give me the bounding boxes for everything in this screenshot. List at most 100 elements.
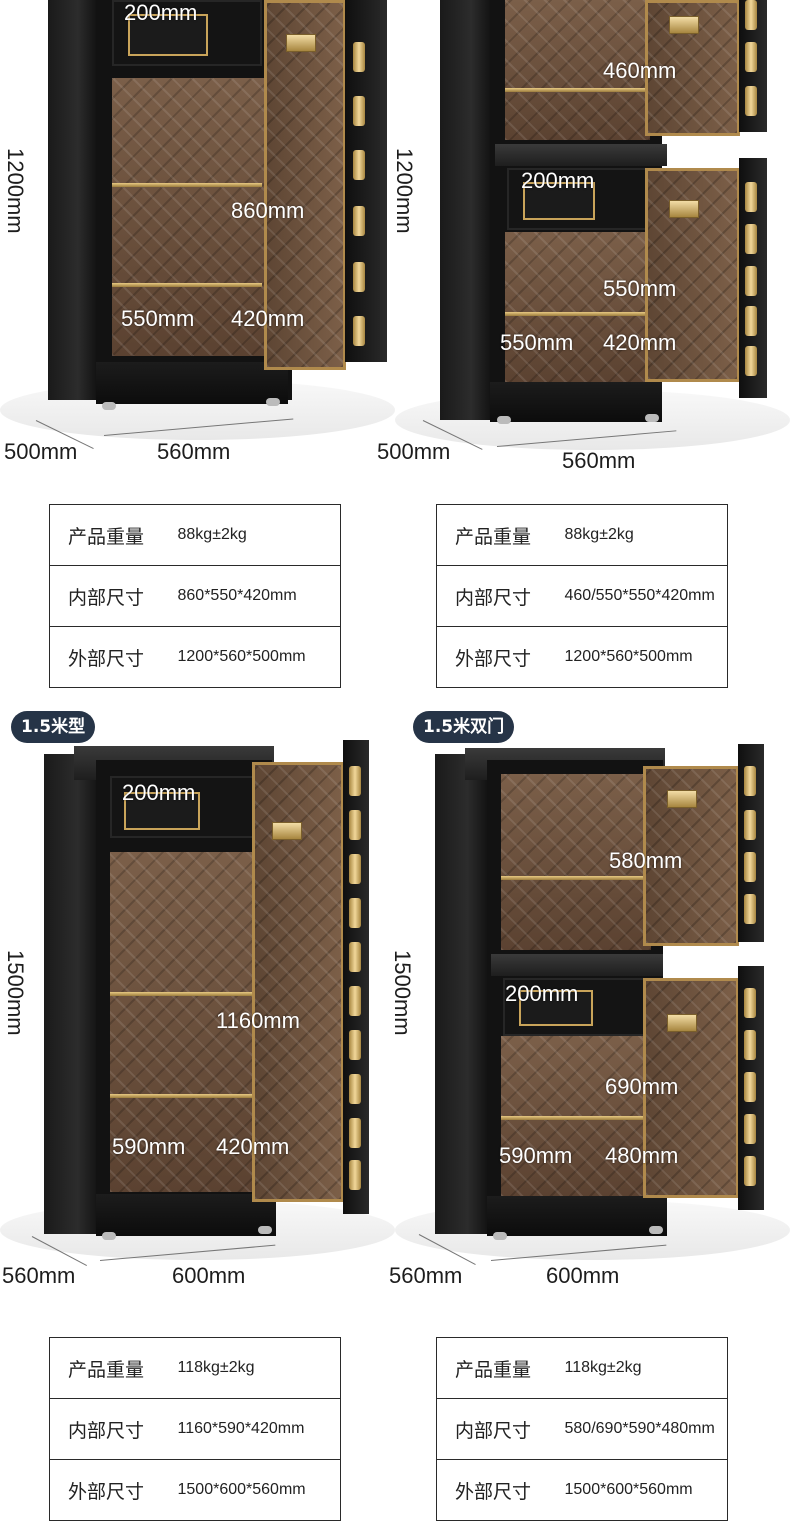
safe-side [48, 0, 98, 400]
dim-drawer: 200mm [505, 981, 579, 1006]
safe-interior [112, 78, 272, 356]
safe-door-upper [645, 0, 740, 136]
shelf [501, 876, 646, 880]
spec-value: 580/690*590*480mm [562, 1398, 728, 1460]
dim-depth: 500mm [377, 439, 451, 464]
spec-table-model-2: 产品重量 88kg±2kg 内部尺寸 460/550*550*420mm 外部尺… [436, 504, 728, 688]
drawer [110, 776, 260, 838]
spec-value: 860*550*420mm [175, 565, 341, 627]
door-bolt-icon [353, 150, 365, 180]
door-bolt-icon [744, 894, 756, 924]
safe-interior-lower [505, 232, 650, 382]
spec-row-inner-size: 内部尺寸 580/690*590*480mm [436, 1398, 728, 1460]
dim-inner-width: 550mm [500, 330, 574, 355]
spec-table-model-4: 产品重量 118kg±2kg 内部尺寸 580/690*590*480mm 外部… [436, 1337, 728, 1521]
door-bolt-icon [349, 986, 361, 1016]
spec-value: 88kg±2kg [562, 504, 728, 566]
door-bolt-icon [745, 224, 757, 254]
door-bolt-icon [349, 898, 361, 928]
dim-upper-height: 580mm [609, 848, 683, 873]
dim-lower-height: 690mm [605, 1074, 679, 1099]
dim-upper-height: 460mm [603, 58, 677, 83]
spec-row-weight: 产品重量 88kg±2kg [49, 504, 341, 566]
door-bolt-icon [744, 1114, 756, 1144]
door-bolt-icon [744, 852, 756, 882]
door-bolt-icon [744, 1156, 756, 1186]
safe-foot [102, 402, 116, 410]
safe-foot [649, 1226, 663, 1234]
dim-lower-height: 550mm [603, 276, 677, 301]
dim-width: 600mm [546, 1263, 620, 1288]
door-bolt-icon [349, 1160, 361, 1190]
safe-divider [495, 144, 667, 166]
product-image-model-3: 200mm 1160mm 590mm 420mm 560mm 600mm 150… [0, 740, 395, 1300]
product-image-model-4: 580mm 200mm 690mm 590mm 480mm 560mm 600m… [389, 740, 790, 1300]
safe-side [44, 754, 100, 1234]
dim-drawer: 200mm [122, 780, 196, 805]
keypad-icon [523, 182, 595, 220]
dim-drawer: 200mm [521, 168, 595, 193]
dim-depth: 560mm [389, 1263, 463, 1288]
safe-interior [110, 852, 260, 1192]
dim-drawer: 200mm [124, 0, 198, 25]
spec-value: 88kg±2kg [175, 504, 341, 566]
door-bolt-icon [349, 854, 361, 884]
spec-table-model-1: 产品重量 88kg±2kg 内部尺寸 860*550*420mm 外部尺寸 12… [49, 504, 341, 688]
door-handle [272, 822, 302, 840]
door-bolt-icon [744, 1072, 756, 1102]
dim-height: 1200mm [392, 148, 417, 234]
spec-row-outer-size: 外部尺寸 1500*600*560mm [49, 1459, 341, 1521]
spec-label: 产品重量 [436, 504, 563, 566]
spec-value: 1200*560*500mm [175, 626, 341, 688]
spec-row-weight: 产品重量 118kg±2kg [436, 1337, 728, 1399]
spec-table-model-3: 产品重量 118kg±2kg 内部尺寸 1160*590*420mm 外部尺寸 … [49, 1337, 341, 1521]
spec-row-inner-size: 内部尺寸 1160*590*420mm [49, 1398, 341, 1460]
model-badge-1-5m: 1.5米型 [11, 711, 96, 743]
door-bolt-icon [745, 266, 757, 296]
door-bolt-icon [353, 262, 365, 292]
spec-label: 内部尺寸 [49, 1398, 176, 1460]
door-bolt-icon [349, 766, 361, 796]
door-handle [667, 1014, 697, 1032]
spec-label: 内部尺寸 [436, 1398, 563, 1460]
shelf [505, 88, 645, 92]
spec-row-outer-size: 外部尺寸 1200*560*500mm [49, 626, 341, 688]
dim-depth: 500mm [4, 439, 78, 464]
safe-door-lower [643, 978, 739, 1198]
shelf [501, 1116, 646, 1120]
dim-inner-width: 550mm [121, 306, 195, 331]
dim-inner-height: 860mm [231, 198, 305, 223]
safe-foot [497, 416, 511, 424]
dim-inner-depth: 420mm [603, 330, 677, 355]
spec-row-outer-size: 外部尺寸 1500*600*560mm [436, 1459, 728, 1521]
spec-row-inner-size: 内部尺寸 460/550*550*420mm [436, 565, 728, 627]
safe-side [435, 754, 489, 1234]
keypad-icon [128, 14, 208, 56]
spec-value: 1500*600*560mm [562, 1459, 728, 1521]
door-bolt-icon [745, 182, 757, 212]
safe-foot [493, 1232, 507, 1240]
spec-label: 内部尺寸 [49, 565, 176, 627]
model-badge-1-5m-double: 1.5米双门 [413, 711, 515, 743]
safe-base [96, 1194, 276, 1236]
door-bolt-icon [349, 1074, 361, 1104]
door-handle [669, 16, 699, 34]
spec-value: 1500*600*560mm [175, 1459, 341, 1521]
drawer [112, 0, 262, 66]
door-bolt-icon [353, 206, 365, 236]
dim-inner-height: 1160mm [216, 1008, 300, 1033]
shelf [110, 992, 255, 996]
dim-inner-depth: 420mm [216, 1134, 290, 1159]
safe-foot [645, 414, 659, 422]
dim-inner-depth: 480mm [605, 1143, 679, 1168]
spec-value: 118kg±2kg [562, 1337, 728, 1399]
spec-label: 产品重量 [436, 1337, 563, 1399]
dim-depth: 560mm [2, 1263, 76, 1288]
door-edge [345, 0, 387, 362]
dim-inner-depth: 420mm [231, 306, 305, 331]
door-bolt-icon [349, 1030, 361, 1060]
door-bolt-icon [744, 810, 756, 840]
door-handle [669, 200, 699, 218]
dim-height: 1200mm [3, 148, 28, 234]
spec-label: 外部尺寸 [436, 1459, 563, 1521]
